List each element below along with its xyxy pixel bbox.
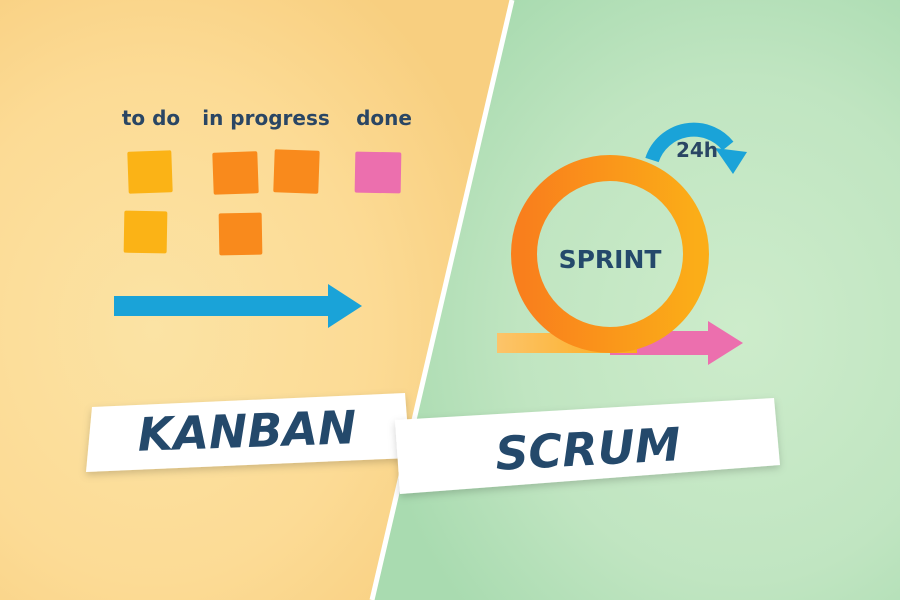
- kanban-banner: [86, 393, 410, 472]
- scrum-title: SCRUM: [494, 417, 682, 481]
- daily-cycle-arrowhead: [715, 148, 747, 174]
- daily-cycle-arc: [645, 122, 734, 163]
- card-todo-1: [127, 150, 173, 194]
- kanban-cards: [123, 149, 402, 256]
- column-label-in-progress: in progress: [202, 106, 330, 130]
- card-in-progress-1: [212, 151, 259, 195]
- sprint-cycle-ring: [511, 155, 709, 353]
- card-done-1: [354, 151, 402, 194]
- column-label-to-do: to do: [122, 106, 180, 130]
- scrum-banner: [395, 398, 780, 494]
- card-in-progress-2: [273, 149, 320, 194]
- column-label-done: done: [356, 106, 412, 130]
- sprint-label: SPRINT: [559, 245, 662, 274]
- kanban-title: KANBAN: [137, 400, 358, 462]
- kanban-flow-arrow: [114, 284, 362, 328]
- card-todo-2: [123, 210, 168, 254]
- diagonal-divider: [369, 0, 515, 600]
- card-in-progress-3: [218, 212, 263, 256]
- daily-cycle-label: 24h: [676, 138, 718, 162]
